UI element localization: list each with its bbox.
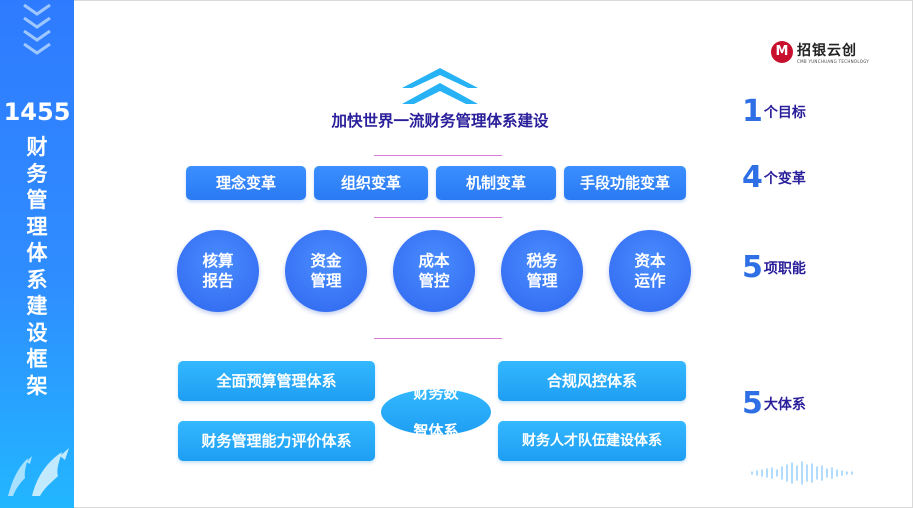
system-box-compliance: 合规风控体系 — [498, 361, 686, 401]
metric-number: 1 — [742, 94, 763, 129]
center-line: 智体系 — [406, 422, 466, 441]
left-banner: 1455 财 务 管 理 体 系 建 设 框 架 — [0, 0, 74, 508]
banner-title-char: 架 — [0, 373, 74, 400]
function-circle-capital: 资本运作 — [609, 230, 691, 312]
divider-line — [374, 217, 502, 218]
goal-title: 加快世界一流财务管理体系建设 — [300, 109, 580, 131]
circle-line: 成本 — [409, 251, 459, 271]
reform-box-organization: 组织变革 — [314, 166, 428, 200]
banner-title-char: 系 — [0, 267, 74, 294]
logo-text: 招银云创 — [797, 40, 857, 60]
chevron-down-icon — [22, 30, 52, 42]
metric-goal: 1个目标 — [742, 94, 806, 129]
system-box-talent: 财务人才队伍建设体系 — [498, 421, 686, 461]
metric-systems: 5大体系 — [742, 386, 806, 421]
banner-title-char: 管 — [0, 187, 74, 214]
banner-title-char: 财 — [0, 134, 74, 161]
circle-line: 资本 — [625, 251, 675, 271]
metric-number: 5 — [742, 386, 763, 421]
function-circle-funds: 资金管理 — [285, 230, 367, 312]
circle-line: 税务 — [517, 251, 567, 271]
logo-subtitle: CMB YUNCHUANG TECHNOLOGY — [797, 59, 869, 64]
metric-label: 个目标 — [764, 105, 806, 121]
circle-line: 管理 — [301, 271, 351, 291]
sound-wave-icon — [748, 460, 860, 486]
system-center-ellipse: 财务数智体系 — [381, 389, 491, 435]
banner-number: 1455 — [0, 98, 74, 126]
function-circle-tax: 税务管理 — [501, 230, 583, 312]
metric-number: 4 — [742, 160, 763, 195]
circle-line: 管理 — [517, 271, 567, 291]
logo-mark-icon — [771, 41, 793, 63]
divider-line — [374, 338, 502, 339]
system-box-budget: 全面预算管理体系 — [178, 361, 375, 401]
metric-label: 个变革 — [764, 171, 806, 187]
company-logo: 招银云创 CMB YUNCHUANG TECHNOLOGY — [771, 40, 881, 70]
divider-line — [374, 155, 502, 156]
dolphin-icon — [28, 444, 72, 498]
chevron-down-icon — [22, 43, 52, 55]
reform-box-concept: 理念变革 — [186, 166, 306, 200]
function-circle-accounting: 核算报告 — [177, 230, 259, 312]
reform-box-means: 手段功能变革 — [564, 166, 686, 200]
banner-title-char: 务 — [0, 161, 74, 188]
circle-line: 报告 — [193, 271, 243, 291]
metric-functions: 5项职能 — [742, 250, 806, 285]
banner-title-char: 体 — [0, 240, 74, 267]
chevron-down-icon — [22, 4, 52, 16]
metric-reforms: 4个变革 — [742, 160, 806, 195]
circle-line: 管控 — [409, 271, 459, 291]
banner-title-char: 建 — [0, 293, 74, 320]
circle-line: 运作 — [625, 271, 675, 291]
banner-title-char: 框 — [0, 346, 74, 373]
metric-label: 项职能 — [764, 261, 806, 277]
banner-title-char: 理 — [0, 214, 74, 241]
metric-label: 大体系 — [764, 397, 806, 413]
metric-number: 5 — [742, 250, 763, 285]
system-box-evaluation: 财务管理能力评价体系 — [178, 421, 375, 461]
circle-line: 核算 — [193, 251, 243, 271]
circle-line: 资金 — [301, 251, 351, 271]
chevron-down-icon — [22, 17, 52, 29]
banner-title: 财 务 管 理 体 系 建 设 框 架 — [0, 134, 74, 399]
reform-box-mechanism: 机制变革 — [436, 166, 556, 200]
function-circle-cost: 成本管控 — [393, 230, 475, 312]
banner-title-char: 设 — [0, 320, 74, 347]
center-line: 财务数 — [406, 384, 466, 403]
